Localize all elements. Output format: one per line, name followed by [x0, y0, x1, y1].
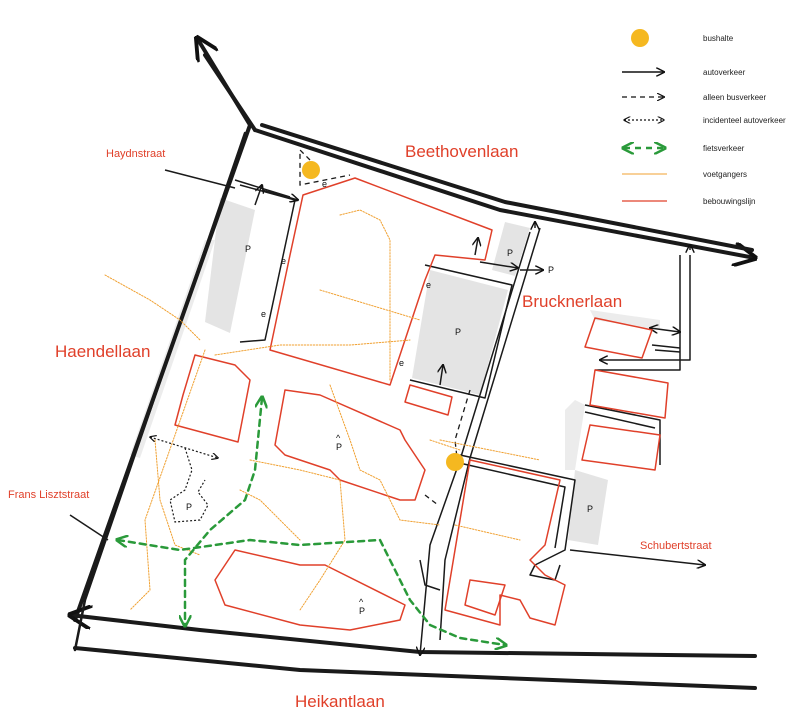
garage-hat-middle: ^	[336, 433, 341, 443]
legend-label-voetgangers: voetgangers	[703, 170, 747, 179]
street-label-schubertstraat: Schubertstraat	[640, 540, 712, 552]
bus-stop-east	[446, 453, 464, 471]
street-label-beethovenlaan: Beethovenlaan	[405, 142, 518, 161]
entrance-label-2: e	[281, 256, 286, 266]
entrance-label-3: e	[261, 309, 266, 319]
parking-area-bruckner-north	[492, 222, 530, 276]
bus-stop-north	[302, 161, 320, 179]
legend-label-fietsverkeer: fietsverkeer	[703, 144, 745, 153]
bus-only-routes	[299, 148, 471, 506]
legend-label-incidenteel-autoverkeer: incidenteel autoverkeer	[703, 116, 786, 125]
parking-label-loop: P	[186, 502, 192, 512]
road-heikantlaan	[70, 615, 757, 658]
legend-label-bebouwingslijn: bebouwingslijn	[703, 197, 755, 206]
street-label-frans-lisztstraat: Frans Lisztstraat	[8, 489, 89, 501]
entrance-label-5: e	[399, 358, 404, 368]
street-label-brucknerlaan: Brucknerlaan	[522, 292, 622, 311]
parking-garage-label-middle: P	[336, 442, 342, 452]
building-line-middle	[274, 389, 426, 501]
road-beethovenlaan	[253, 128, 755, 258]
parking-areas	[205, 198, 608, 545]
entrance-label-1: e	[322, 179, 327, 189]
garage-hat-south: ^	[359, 597, 364, 607]
legend: bushalte autoverkeer alleen busverkeer i…	[622, 29, 786, 206]
parking-area-central	[412, 270, 508, 395]
parking-label-haydn: P	[245, 244, 251, 254]
parking-label-bruckner: P	[507, 248, 513, 258]
legend-bus-stop-symbol	[631, 29, 649, 47]
legend-label-autoverkeer: autoverkeer	[703, 68, 746, 77]
building-line-small	[404, 384, 453, 416]
parking-garage-label-south: P	[359, 606, 365, 616]
entrance-label-4: e	[426, 280, 431, 290]
street-label-haydnstraat: Haydnstraat	[106, 148, 165, 160]
street-label-haendellaan: Haendellaan	[55, 342, 150, 361]
parking-label-east: P	[548, 265, 554, 275]
parking-area-schubert	[568, 470, 608, 545]
internal-roads	[69, 169, 705, 655]
building-line-west	[174, 354, 251, 443]
incidental-car-routes	[150, 437, 218, 523]
bicycle-routes	[118, 398, 505, 645]
parking-label-schubert: P	[587, 504, 593, 514]
parking-label-central: P	[455, 327, 461, 337]
legend-label-alleen-busverkeer: alleen busverkeer	[703, 93, 766, 102]
main-roads	[70, 38, 757, 690]
street-label-heikantlaan: Heikantlaan	[295, 692, 385, 711]
building-line-north	[269, 177, 493, 386]
parking-area-haydn	[205, 198, 255, 333]
building-line-south	[214, 549, 406, 631]
verges	[130, 240, 660, 470]
legend-label-bushalte: bushalte	[703, 34, 734, 43]
